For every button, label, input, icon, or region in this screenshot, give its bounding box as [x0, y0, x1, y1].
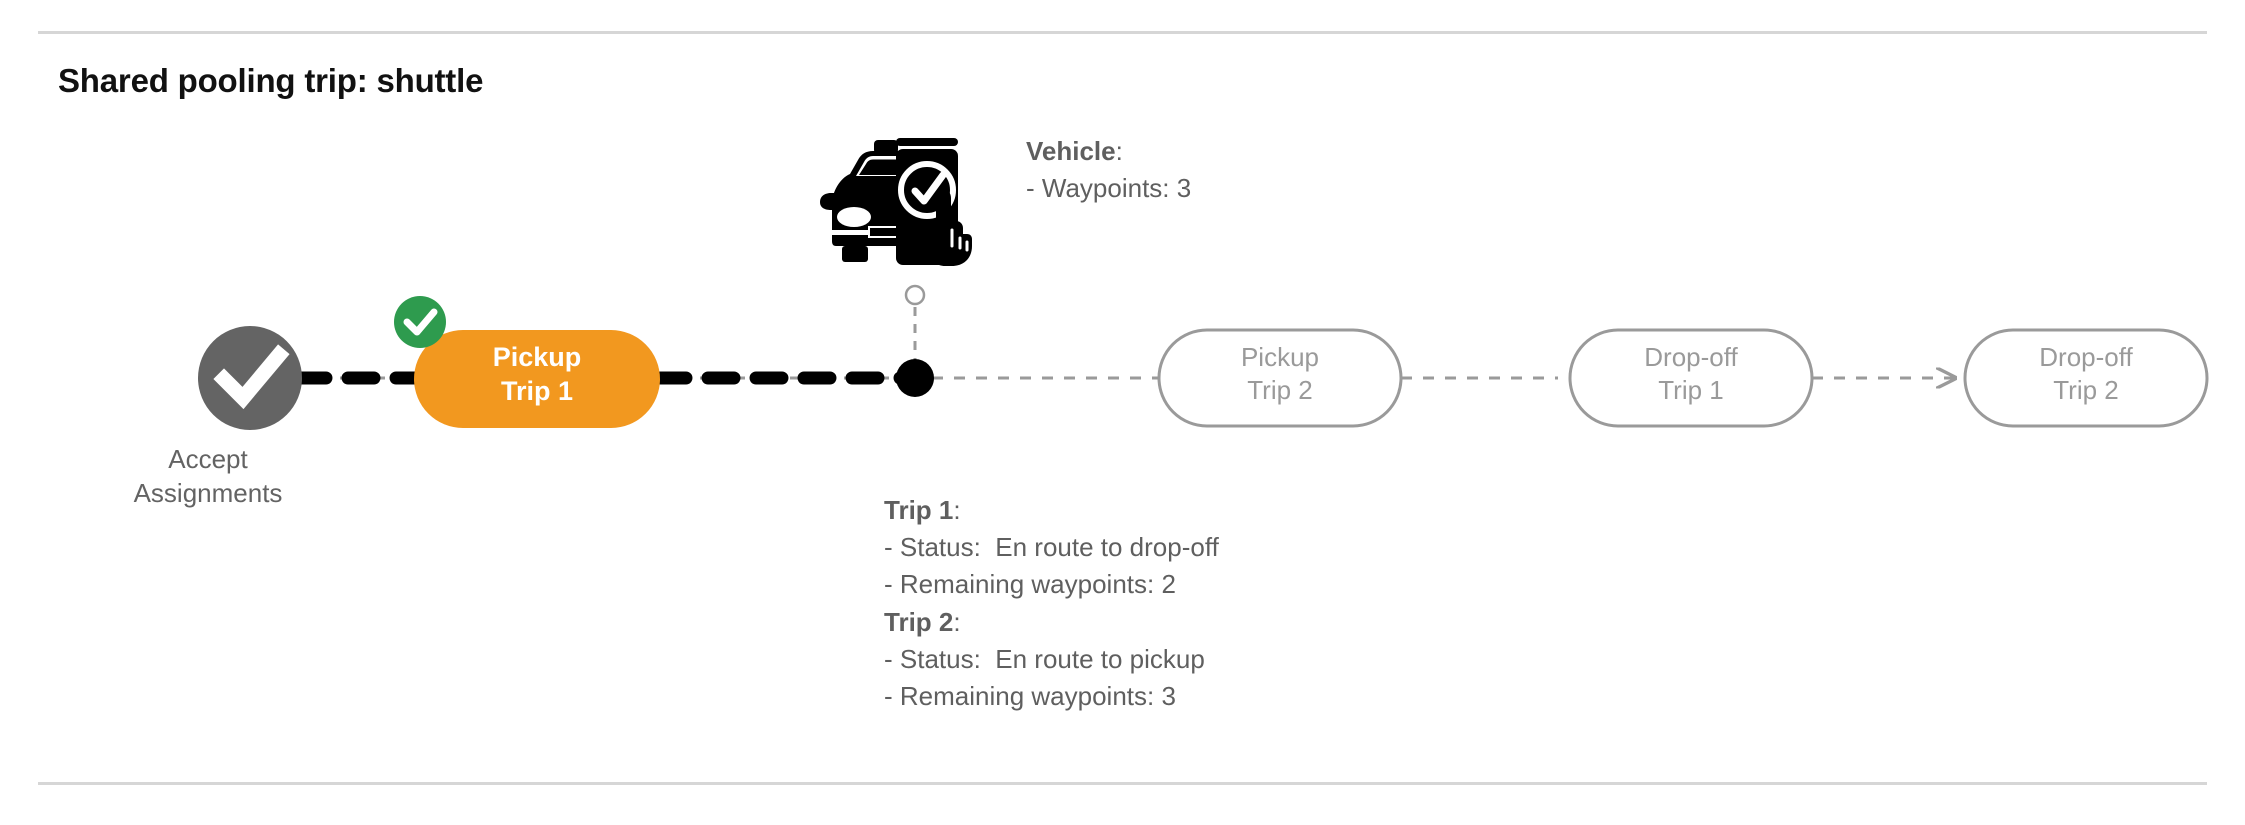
- trip-info-block: Trip 1: - Status: En route to drop-off -…: [884, 492, 1219, 715]
- trip-2-heading: Trip 2:: [884, 606, 961, 637]
- vehicle-info-row: - Waypoints: 3: [1026, 173, 1192, 204]
- divider-top: [38, 31, 2207, 34]
- node-label-accept-assignments: Accept Assignments: [133, 444, 283, 509]
- check-badge-icon: [394, 296, 446, 348]
- vehicle-info-block: Vehicle: - Waypoints: 3: [1026, 133, 1191, 207]
- node-pickup-trip-2[interactable]: [1157, 328, 1403, 428]
- check-circle-icon: [213, 344, 290, 410]
- trip-2-remaining-waypoints: - Remaining waypoints: 3: [884, 680, 1176, 711]
- page-title: Shared pooling trip: shuttle: [58, 62, 484, 99]
- trip-1-status: - Status: En route to drop-off: [884, 532, 1219, 563]
- vehicle-position-marker[interactable]: [896, 284, 934, 397]
- node-accept-assignments[interactable]: [198, 326, 302, 430]
- vehicle-app-check-icon: [820, 138, 972, 266]
- node-dropoff-trip-1[interactable]: [1568, 328, 1814, 428]
- node-pickup-trip-1[interactable]: [414, 330, 660, 428]
- divider-bottom: [38, 782, 2207, 785]
- trip-1-remaining-waypoints: - Remaining waypoints: 2: [884, 569, 1176, 600]
- vehicle-info-heading: Vehicle:: [1026, 136, 1123, 166]
- node-dropoff-trip-2[interactable]: [1963, 328, 2209, 428]
- trip-2-status: - Status: En route to pickup: [884, 643, 1205, 674]
- trip-1-heading: Trip 1:: [884, 495, 961, 525]
